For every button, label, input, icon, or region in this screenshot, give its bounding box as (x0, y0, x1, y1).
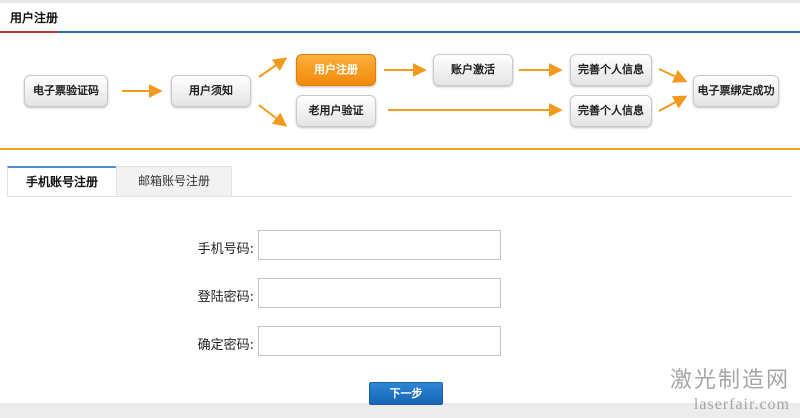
top-strip (0, 0, 800, 3)
next-step-button[interactable]: 下一步 (369, 382, 443, 405)
watermark-en: laserfair.com (693, 396, 790, 413)
arrow-8 (658, 95, 688, 112)
step-complete-profile-alt: 完善个人信息 (570, 95, 652, 127)
tab-phone-register[interactable]: 手机账号注册 (7, 166, 117, 196)
watermark-cn: 激光制造网 (669, 367, 790, 392)
arrow-2 (258, 57, 288, 78)
step-account-activate: 账户激活 (433, 54, 513, 86)
confirm-password-row: 确定密码: (0, 326, 800, 360)
password-label: 登陆密码: (197, 290, 254, 305)
flow-arrows (122, 57, 688, 127)
password-input[interactable] (258, 278, 501, 308)
step-old-user-verify: 老用户验证 (296, 95, 376, 127)
confirm-password-label: 确定密码: (197, 338, 254, 353)
phone-input[interactable] (258, 230, 501, 260)
step-ticket-code: 电子票验证码 (24, 75, 108, 107)
register-tabs: 手机账号注册 邮箱账号注册 (7, 166, 792, 197)
step-user-register: 用户注册 (296, 54, 376, 86)
phone-label: 手机号码: (197, 242, 254, 257)
registration-flow: 电子票验证码 用户须知 用户注册 老用户验证 账户激活 完善个人信息 完善个人信… (0, 33, 800, 148)
arrow-3 (258, 104, 288, 127)
confirm-password-input[interactable] (258, 326, 501, 356)
title-divider-accent (0, 31, 58, 33)
footer-band (0, 403, 800, 418)
page-title: 用户注册 (10, 11, 59, 25)
step-complete-profile: 完善个人信息 (570, 54, 652, 86)
phone-row: 手机号码: (0, 230, 800, 264)
watermark: 激光制造网 laserfair.com (670, 362, 790, 414)
title-divider (0, 31, 800, 33)
tab-email-register[interactable]: 邮箱账号注册 (116, 166, 232, 196)
password-row: 登陆密码: (0, 278, 800, 312)
step-ticket-bind-success: 电子票绑定成功 (693, 75, 779, 107)
arrow-7 (658, 68, 688, 83)
step-user-notice: 用户须知 (171, 75, 251, 107)
flow-divider (0, 148, 800, 150)
